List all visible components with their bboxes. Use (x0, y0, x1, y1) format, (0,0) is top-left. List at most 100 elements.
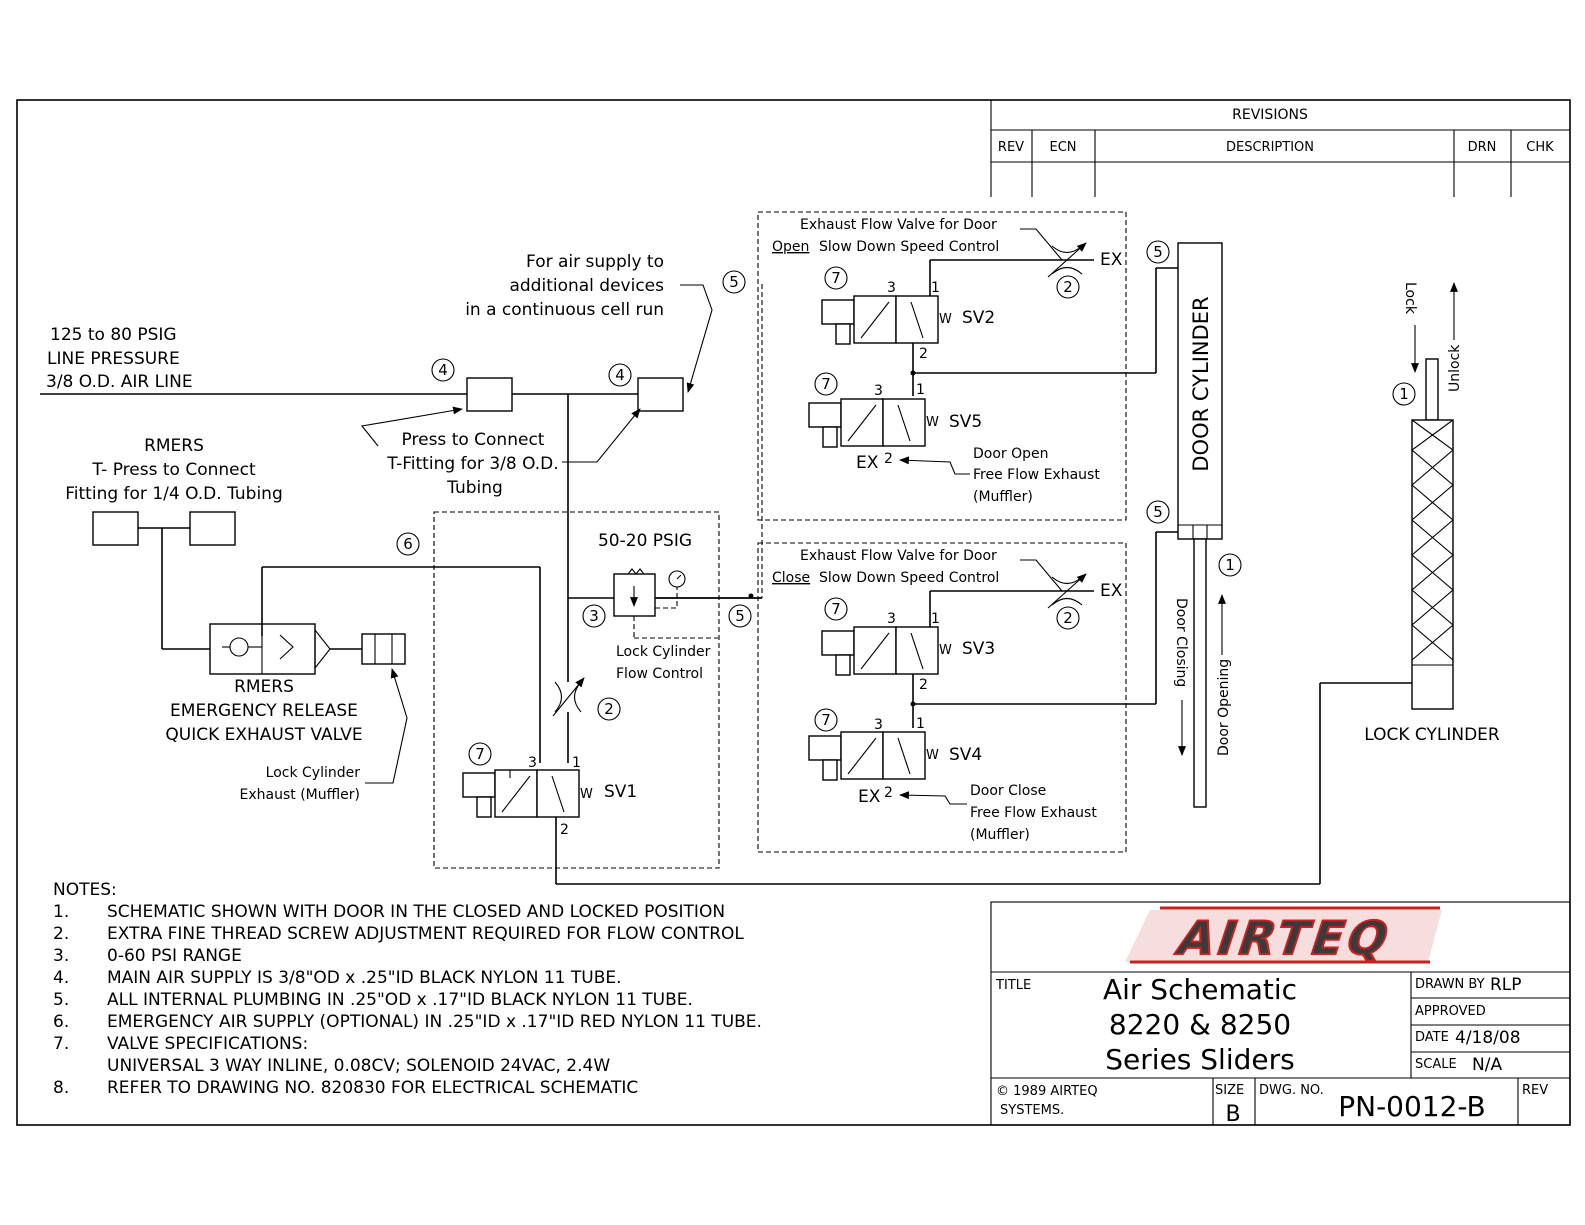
callout-5b (728, 604, 752, 628)
callout-5c (1146, 240, 1170, 264)
scale-label: SCALE (1415, 1057, 1457, 1072)
chk-column: CHK (1526, 140, 1554, 155)
copyright-line-1: © 1989 AIRTEQ (996, 1084, 1098, 1099)
open-flow-1: Exhaust Flow Valve for Door (800, 217, 997, 233)
lock-flow-control (552, 677, 585, 717)
callout-5a (722, 270, 746, 294)
solenoid-valve-sv1: W (462, 769, 593, 818)
callout-2-close (1056, 606, 1080, 630)
svg-text:5: 5 (1153, 503, 1163, 521)
door-close-exhaust-3: (Muffler) (970, 827, 1030, 843)
drawn-by-label: DRAWN BY (1415, 977, 1485, 992)
door-closing-label: Door Closing (1173, 598, 1189, 687)
size-value: B (1225, 1102, 1240, 1127)
sv2-port-3: 3 (887, 280, 896, 296)
solenoid-valve-sv3: W (821, 626, 952, 676)
line-pressure-2: LINE PRESSURE (47, 349, 180, 369)
svg-text:SCHEMATIC SHOWN WITH DOOR IN T: SCHEMATIC SHOWN WITH DOOR IN THE CLOSED … (107, 902, 725, 922)
lock-control-enclosure (433, 511, 720, 869)
door-open-exhaust-2: Free Flow Exhaust (973, 467, 1100, 483)
callout-4a (431, 358, 455, 382)
svg-text:8.: 8. (53, 1078, 69, 1098)
line-pressure-3: 3/8 O.D. AIR LINE (46, 372, 193, 392)
regulator-label: 50-20 PSIG (598, 531, 692, 551)
title-line-3: Series Sliders (1105, 1043, 1294, 1076)
rmers-tee-2: T- Press to Connect (91, 460, 256, 480)
svg-text:2: 2 (1063, 278, 1073, 296)
title-label: TITLE (995, 978, 1031, 993)
rmers-tee-right (189, 511, 236, 546)
svg-text:MAIN AIR SUPPLY IS 3/8"OD x .2: MAIN AIR SUPPLY IS 3/8"OD x .25"ID BLACK… (107, 968, 622, 988)
svg-text:5: 5 (735, 607, 745, 625)
close-flow-1: Exhaust Flow Valve for Door (800, 548, 997, 564)
ex-open-top: EX (1100, 250, 1123, 270)
press-connect-1: Press to Connect (402, 430, 545, 450)
unlock-label: Unlock (1447, 344, 1463, 392)
exhaust-muffler-lock (361, 633, 406, 665)
logo-text: AIRTEQ (1170, 912, 1399, 966)
rmers-release-2: EMERGENCY RELEASE (170, 701, 358, 721)
svg-text:1.: 1. (53, 902, 69, 922)
svg-text:7.: 7. (53, 1034, 69, 1054)
svg-text:7: 7 (475, 745, 485, 763)
ecn-column: ECN (1049, 140, 1076, 155)
svg-text:7: 7 (831, 600, 841, 618)
sv1-port-3: 3 (528, 755, 537, 771)
quick-exhaust-valve (209, 623, 331, 675)
solenoid-valve-sv2: W (821, 295, 952, 345)
size-label: SIZE (1215, 1083, 1244, 1098)
dwg-label: DWG. NO. (1259, 1083, 1324, 1098)
callout-3 (582, 604, 606, 628)
svg-text:2: 2 (1063, 609, 1073, 627)
rmers-release-1: RMERS (234, 677, 294, 697)
title-block: AIRTEQ TITLE Air Schematic 8220 & 8250 S… (990, 901, 1571, 1127)
callout-7-sv4 (814, 708, 838, 732)
svg-text:W: W (939, 643, 952, 658)
sv3-port-1: 1 (931, 611, 940, 627)
notes-heading: NOTES: (53, 880, 117, 900)
close-flow-3: Slow Down Speed Control (819, 570, 999, 586)
drawing-border (16, 99, 1571, 1126)
svg-text:EMERGENCY AIR SUPPLY (OPTIONAL: EMERGENCY AIR SUPPLY (OPTIONAL) IN .25"I… (107, 1012, 762, 1032)
svg-text:0-60 PSI RANGE: 0-60 PSI RANGE (107, 946, 242, 966)
svg-text:W: W (926, 415, 939, 430)
callout-1-door (1218, 553, 1242, 577)
svg-text:5: 5 (1153, 243, 1163, 261)
svg-text:UNIVERSAL 3 WAY INLINE, 0.08CV: UNIVERSAL 3 WAY INLINE, 0.08CV; SOLENOID… (107, 1056, 610, 1076)
sv1-port-1: 1 (572, 755, 581, 771)
sv5-label: SV5 (949, 412, 982, 432)
svg-text:4: 4 (438, 361, 448, 379)
lock-exhaust-1: Lock Cylinder (266, 765, 361, 781)
door-open-exhaust-1: Door Open (973, 446, 1049, 462)
rmers-tee-left (92, 511, 139, 546)
solenoid-valve-sv4: W (808, 731, 939, 781)
callout-7-sv5 (814, 372, 838, 396)
svg-text:6.: 6. (53, 1012, 69, 1032)
sv4-port-2: 2 (884, 785, 893, 801)
svg-text:7: 7 (831, 269, 841, 287)
sv5-port-1: 1 (916, 382, 925, 398)
svg-text:EXTRA FINE THREAD SCREW ADJUST: EXTRA FINE THREAD SCREW ADJUSTMENT REQUI… (107, 924, 744, 944)
callout-7-sv2 (824, 266, 848, 290)
svg-text:W: W (580, 787, 593, 802)
drn-column: DRN (1468, 140, 1497, 155)
scale-value: N/A (1472, 1055, 1502, 1075)
revisions-title: REVISIONS (1232, 107, 1308, 123)
ex-close-top: EX (1100, 581, 1123, 601)
press-connect-3: Tubing (446, 478, 503, 498)
approved-label: APPROVED (1415, 1004, 1486, 1019)
lock-flow-1: Lock Cylinder (616, 644, 711, 660)
tee-fitting-secondary (637, 377, 684, 412)
revisions-table: REVISIONS REV ECN DESCRIPTION DRN CHK (990, 100, 1570, 197)
svg-text:VALVE SPECIFICATIONS:: VALVE SPECIFICATIONS: (107, 1034, 308, 1054)
door-cylinder-label: DOOR CYLINDER (1189, 296, 1213, 471)
svg-text:5: 5 (729, 273, 739, 291)
callout-1-lock (1392, 382, 1416, 406)
date-value: 4/18/08 (1455, 1028, 1521, 1048)
svg-text:W: W (926, 748, 939, 763)
callout-2-lock (597, 697, 621, 721)
ex-open-bottom: EX (856, 453, 879, 473)
drawn-by-value: RLP (1490, 975, 1522, 995)
svg-text:7: 7 (821, 711, 831, 729)
